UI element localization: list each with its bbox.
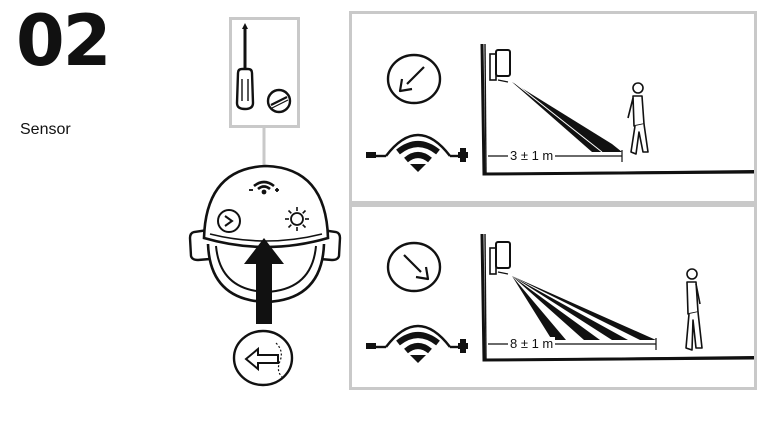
distance-label-narrow: 3 ± 1 m <box>508 148 556 163</box>
sun-icon <box>285 207 309 231</box>
step-label: Sensor <box>20 121 71 138</box>
tool-box <box>229 17 300 128</box>
screw-icon <box>266 88 292 114</box>
screwdriver-icon <box>235 23 255 111</box>
panel-wide-range <box>349 201 757 390</box>
sensitivity-dial-max <box>366 324 468 363</box>
step-number: 02 <box>16 0 111 82</box>
rotate-counterclockwise-icon <box>386 53 442 105</box>
rotate-clockwise-icon <box>386 241 442 293</box>
scene-wide-range <box>480 233 755 362</box>
scene-narrow-range <box>480 43 755 176</box>
distance-label-wide: 8 ± 1 m <box>508 336 556 351</box>
timer-icon <box>217 209 241 233</box>
panel-narrow-range <box>349 11 757 207</box>
arrow-up-icon <box>244 238 284 324</box>
sensitivity-dial-min <box>366 133 468 172</box>
sensitivity-icon <box>249 180 279 195</box>
arrow-left-icon <box>232 329 294 387</box>
